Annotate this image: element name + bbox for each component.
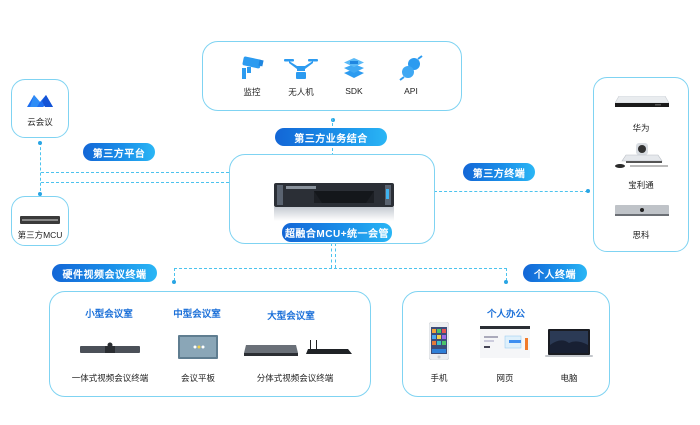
polycom-camera-icon bbox=[614, 141, 670, 169]
third-party-mcu-box: 第三方MCU bbox=[11, 196, 69, 246]
third-party-integration-box: 监控 无人机 SDK API bbox=[202, 41, 462, 111]
device-label: 会议平板 bbox=[180, 373, 215, 383]
personal-office-box: 个人办公 bbox=[402, 291, 610, 397]
section-title: 大型会议室 bbox=[267, 311, 315, 322]
connector-left-horizontal-1 bbox=[41, 172, 229, 173]
connector-dot bbox=[586, 189, 590, 193]
webpage-icon bbox=[480, 326, 530, 358]
videobar-icon bbox=[80, 341, 140, 353]
connector-dot bbox=[172, 280, 176, 284]
connector-dot bbox=[38, 192, 42, 196]
device-label: 分体式视频会议终端 bbox=[256, 373, 334, 383]
cloud-meeting-label: 云会议 bbox=[27, 117, 53, 127]
sdk-layers-icon bbox=[343, 55, 365, 81]
laptop-icon bbox=[545, 329, 593, 359]
api-plug-icon bbox=[399, 55, 423, 81]
huawei-terminal-icon bbox=[614, 95, 670, 107]
center-mcu-pill: 超融合MCU+统一会管 bbox=[282, 223, 392, 242]
cloud-meeting-box: 云会议 bbox=[11, 79, 69, 138]
center-mcu-box: 超融合MCU+统一会管 bbox=[229, 154, 435, 244]
connector-dot bbox=[331, 118, 335, 122]
terminal-label: 宝利通 bbox=[628, 180, 654, 190]
connector-dot bbox=[38, 141, 42, 145]
item-label: SDK bbox=[345, 86, 363, 96]
item-label: 监控 bbox=[243, 87, 261, 97]
terminal-label: 思科 bbox=[632, 230, 650, 240]
device-label: 网页 bbox=[496, 373, 514, 383]
connector-right-horizontal bbox=[434, 191, 588, 192]
third-party-terminals-box: 华为 宝利通 思科 bbox=[593, 77, 689, 252]
item-label: API bbox=[404, 86, 418, 96]
third-party-business-pill: 第三方业务结合 bbox=[275, 128, 387, 146]
meeting-tablet-icon bbox=[178, 335, 218, 359]
section-title: 小型会议室 bbox=[85, 309, 133, 320]
connector-left-horizontal-2 bbox=[41, 182, 229, 183]
split-terminal-icon bbox=[244, 339, 352, 357]
hardware-terminal-box: 小型会议室 中型会议室 大型会议室 一体式视频会议终端 会议平板 分体式视频会议… bbox=[49, 291, 371, 397]
surveillance-camera-icon bbox=[239, 56, 265, 80]
device-label: 电脑 bbox=[560, 373, 578, 383]
third-party-mcu-label: 第三方MCU bbox=[17, 230, 63, 240]
mcu-server-icon bbox=[20, 211, 60, 224]
section-title: 中型会议室 bbox=[173, 309, 221, 320]
cloud-meeting-logo-icon bbox=[27, 93, 53, 107]
device-label: 手机 bbox=[430, 373, 448, 383]
connector-bottom-right-drop bbox=[506, 268, 507, 281]
device-label: 一体式视频会议终端 bbox=[71, 373, 149, 383]
third-party-platform-pill: 第三方平台 bbox=[83, 143, 155, 161]
cisco-terminal-icon bbox=[615, 204, 669, 216]
terminal-label: 华为 bbox=[632, 123, 650, 133]
connector-bottom-vertical-1 bbox=[331, 243, 332, 268]
section-title: 个人办公 bbox=[486, 309, 525, 320]
phone-icon bbox=[428, 321, 450, 361]
connector-left-vertical bbox=[40, 142, 41, 196]
hardware-terminal-pill: 硬件视频会议终端 bbox=[52, 264, 157, 282]
connector-bottom-left-drop bbox=[174, 268, 175, 281]
item-label: 无人机 bbox=[288, 87, 314, 97]
connector-bottom-horizontal bbox=[174, 268, 507, 269]
third-party-terminal-pill: 第三方终端 bbox=[463, 163, 535, 181]
connector-dot bbox=[504, 280, 508, 284]
mcu-server-device-icon bbox=[274, 181, 394, 227]
connector-bottom-vertical-2 bbox=[335, 243, 336, 268]
personal-terminal-pill: 个人终端 bbox=[523, 264, 587, 282]
drone-icon bbox=[283, 56, 319, 80]
